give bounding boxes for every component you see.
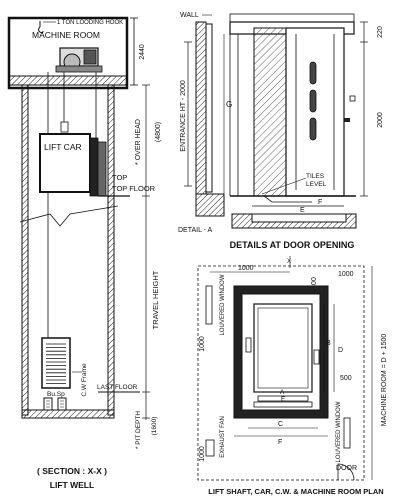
pit-depth-label: * PIT DEPTH bbox=[135, 411, 142, 449]
car-door-plan bbox=[257, 395, 309, 402]
louvered-window-bottom bbox=[343, 417, 351, 449]
door-frame-side bbox=[205, 23, 213, 193]
shaft-plan: X 1000 300 1000 LOUVERED WINDOW D B 500 … bbox=[197, 256, 388, 496]
door-sill-opening bbox=[251, 213, 347, 223]
exhaust-fan-label: EXHAUST FAN bbox=[220, 416, 226, 458]
buffer-label: Bu.Sp bbox=[47, 391, 65, 398]
detail-a-label: DETAIL - A bbox=[178, 227, 213, 234]
counterweight-stack bbox=[46, 343, 66, 385]
last-floor-label: LAST FLOOR bbox=[97, 384, 138, 391]
travel-height-label: TRAVEL HEIGHT bbox=[151, 270, 160, 329]
dim-1000-left: 1000 bbox=[199, 336, 206, 352]
dim-300: 300 bbox=[311, 277, 318, 289]
e-label: E bbox=[300, 207, 305, 214]
dim-500: 500 bbox=[340, 375, 352, 382]
break-line bbox=[19, 205, 119, 227]
counterweight-frame bbox=[41, 337, 71, 389]
d-label: D bbox=[338, 347, 343, 354]
dim-220: 220 bbox=[377, 26, 384, 38]
e-label-plan: E bbox=[281, 396, 286, 403]
louvered-window-top-label: LOUVERED WINDOW bbox=[220, 274, 226, 335]
machine-room-dim-label: MACHINE ROOM = D + 1500 bbox=[381, 334, 388, 427]
lift-car-label: LIFT CAR bbox=[44, 142, 82, 152]
wall-label: WALL bbox=[180, 12, 199, 19]
machine-room-outline-plan bbox=[197, 265, 365, 481]
louvered-window-top bbox=[205, 285, 213, 325]
over-head-label: * OVER HEAD bbox=[135, 119, 142, 165]
g-label: G bbox=[226, 100, 232, 109]
cw-frame-label: C.W Frame bbox=[81, 363, 88, 397]
shaft-wall-left bbox=[21, 84, 29, 416]
shaft-wall-right bbox=[107, 84, 115, 416]
machine-room-slab bbox=[8, 75, 128, 86]
lock-icon bbox=[344, 118, 350, 122]
door-slot bbox=[309, 61, 317, 85]
car-door-panel bbox=[89, 137, 99, 197]
f-label-plan: F bbox=[278, 439, 282, 446]
dim-1000-bottom: 1000 bbox=[199, 446, 206, 462]
level-label: LEVEL bbox=[306, 181, 327, 188]
exhaust-fan-icon bbox=[205, 439, 215, 457]
door-detail-caption: DETAILS AT DOOR OPENING bbox=[230, 240, 355, 250]
landing-door-plan bbox=[253, 401, 313, 408]
f-label: F bbox=[318, 199, 322, 206]
c-label: C bbox=[278, 421, 283, 428]
door-slot bbox=[309, 117, 317, 141]
over-head-value: (4800) bbox=[155, 122, 162, 142]
door-panels bbox=[285, 27, 345, 197]
door-opening-detail: WALL ENTRANCE HT - 2000 G 220 20 bbox=[178, 12, 384, 250]
top-floor-label: TOP FLOOR bbox=[112, 184, 156, 193]
door-hatched-panel bbox=[253, 27, 287, 197]
pit-floor bbox=[21, 409, 115, 419]
guide-rail-left bbox=[245, 337, 252, 353]
tiles-label: TILES bbox=[306, 173, 325, 180]
landing-door-panel bbox=[97, 141, 107, 197]
hook-label: 1 TON LOODING HOOK bbox=[57, 20, 123, 26]
machine-room-height-dim: 2440 bbox=[139, 44, 146, 60]
dim-1000-top: 1000 bbox=[238, 265, 254, 272]
lift-car bbox=[39, 133, 91, 193]
dim-2000: 2000 bbox=[377, 112, 384, 128]
lift-well-section: 1 TON LOODING HOOK MACHINE ROOM 2440 LIF… bbox=[7, 16, 162, 490]
dim-1000-right: 1000 bbox=[338, 271, 354, 278]
door-label: DOOR bbox=[336, 465, 357, 472]
x-label: X bbox=[287, 259, 291, 265]
call-button-icon bbox=[349, 95, 356, 102]
door-vision-slots bbox=[309, 61, 317, 141]
top-floor-label-top: TOP bbox=[112, 173, 127, 182]
lift-well-caption: LIFT WELL bbox=[50, 480, 94, 490]
plan-caption: LIFT SHAFT, CAR, C.W. & MACHINE ROOM PLA… bbox=[208, 487, 383, 496]
louvered-window-bottom-label: LOUVERED WINDOW bbox=[336, 401, 342, 462]
section-caption: ( SECTION : X-X ) bbox=[37, 466, 107, 476]
b-label: B bbox=[326, 340, 331, 347]
door-slot bbox=[309, 89, 317, 113]
a-label: A bbox=[280, 389, 285, 396]
rope-hitch bbox=[60, 121, 69, 133]
detail-a-sill bbox=[195, 193, 225, 217]
door-swing-icon bbox=[337, 463, 355, 481]
machine-room-label: MACHINE ROOM bbox=[32, 30, 100, 40]
car-plan bbox=[253, 303, 313, 393]
door-wall-jamb bbox=[195, 21, 207, 195]
entrance-height-label: ENTRANCE HT - 2000 bbox=[180, 80, 187, 152]
pit-depth-value: (1600) bbox=[151, 417, 158, 436]
hook-shape bbox=[38, 26, 44, 34]
guide-rail-right bbox=[313, 349, 320, 365]
top-dim-box bbox=[229, 13, 355, 23]
machine-room-outline bbox=[7, 16, 129, 90]
traction-machine bbox=[55, 47, 103, 73]
